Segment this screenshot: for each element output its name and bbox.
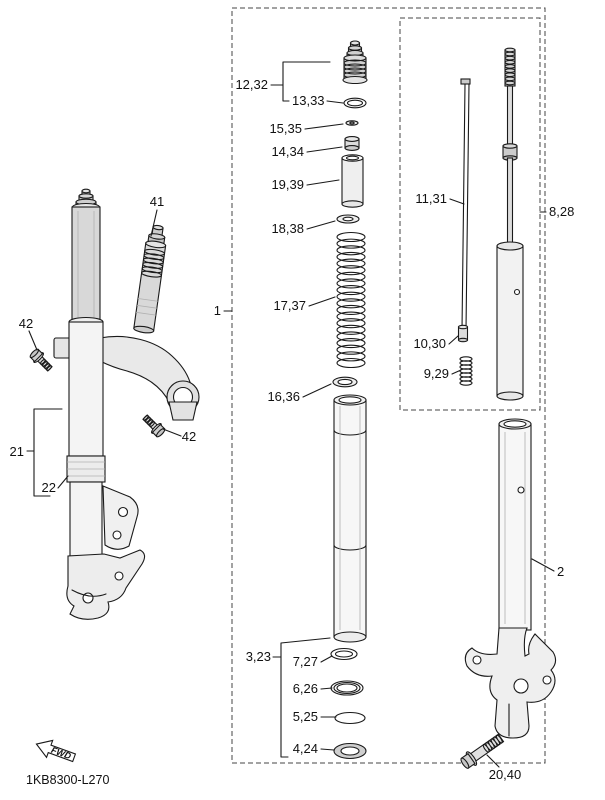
part-label-cover-tube: 22 bbox=[42, 480, 56, 495]
dust-seal-part bbox=[333, 742, 367, 760]
part-label-damper-assy: 8,28 bbox=[549, 204, 574, 219]
part-label-cap-bolt: 12,32 bbox=[235, 77, 268, 92]
spring-seat-lower-part bbox=[332, 376, 358, 388]
part-label-rebound-spring: 9,29 bbox=[424, 366, 449, 381]
part-label-washer: 15,35 bbox=[269, 121, 302, 136]
washer-part bbox=[345, 120, 359, 126]
left-fork-assembly bbox=[29, 188, 200, 620]
cover-tube-ribs bbox=[66, 455, 106, 483]
caliper-lug bbox=[102, 485, 139, 550]
stem-tube bbox=[133, 224, 167, 334]
oil-seal-part bbox=[330, 680, 364, 696]
part-label-damper-rod: 11,31 bbox=[415, 191, 447, 206]
part-label-nut: 14,34 bbox=[271, 144, 304, 159]
part-label-clip: 5,25 bbox=[293, 709, 318, 724]
part-label-spring-seat-lower: 16,36 bbox=[267, 389, 300, 404]
leader-lines bbox=[26, 61, 555, 768]
spacer-part bbox=[341, 154, 364, 208]
part-label-inner-tube-group: 3,23 bbox=[246, 649, 271, 664]
axle-bolt-part bbox=[460, 733, 505, 769]
part-label-outer-tube: 2 bbox=[557, 564, 564, 579]
pinch-bolt-left bbox=[29, 348, 53, 372]
fork-spring-part bbox=[336, 231, 366, 369]
part-label-spring-seat-upper: 18,38 bbox=[271, 221, 304, 236]
part-label-oil-lock-piece: 10,30 bbox=[413, 336, 446, 351]
part-label-assembly: 1 bbox=[214, 303, 221, 318]
right-axle-bracket bbox=[464, 627, 557, 739]
rebound-spring-part bbox=[459, 356, 473, 386]
outer-tube-part bbox=[498, 418, 532, 631]
fork-inner-tube-left bbox=[71, 206, 101, 323]
spring-seat-upper-part bbox=[336, 214, 360, 224]
part-label-pinch-bolt-right: 42 bbox=[182, 429, 196, 444]
inner-tube-part bbox=[333, 394, 367, 643]
cap-bolt-part bbox=[342, 40, 368, 85]
part-label-dust-seal: 4,24 bbox=[293, 741, 318, 756]
fwd-arrow: FWD bbox=[35, 739, 77, 763]
part-label-axle-bolt: 20,40 bbox=[489, 767, 522, 782]
part-code: 1KB8300-L270 bbox=[26, 773, 109, 787]
part-label-cap-oring: 13,33 bbox=[292, 93, 325, 108]
damper-assy-part bbox=[496, 47, 524, 401]
cap-oring-part bbox=[343, 97, 367, 109]
damper-rod-part bbox=[458, 78, 471, 337]
pinch-bolt-right bbox=[142, 414, 166, 438]
outer-dashed-box bbox=[231, 7, 546, 764]
part-label-fork-left-assy: 21 bbox=[10, 444, 24, 459]
fwd-label: FWD bbox=[50, 745, 73, 762]
part-label-fork-spring: 17,37 bbox=[273, 298, 306, 313]
nut-part bbox=[344, 136, 360, 151]
inner-dashed-box bbox=[399, 17, 541, 411]
part-labels: 12,32 13,33 15,35 14,34 19,39 18,38 17,3… bbox=[10, 77, 575, 782]
left-axle-bracket bbox=[66, 549, 146, 620]
fork-outer-tube-left bbox=[68, 321, 104, 457]
fwd-arrow-icon bbox=[35, 739, 77, 763]
oil-lock-piece-part bbox=[457, 324, 469, 343]
part-label-seal-washer: 7,27 bbox=[293, 654, 318, 669]
part-label-pinch-bolt-left: 42 bbox=[19, 316, 33, 331]
part-label-oil-seal: 6,26 bbox=[293, 681, 318, 696]
seal-washer-part bbox=[330, 647, 358, 661]
clamp-lower-boss bbox=[168, 401, 198, 421]
part-label-stem-tube: 41 bbox=[150, 194, 164, 209]
part-label-spacer: 19,39 bbox=[271, 177, 304, 192]
clip-part bbox=[334, 711, 366, 725]
